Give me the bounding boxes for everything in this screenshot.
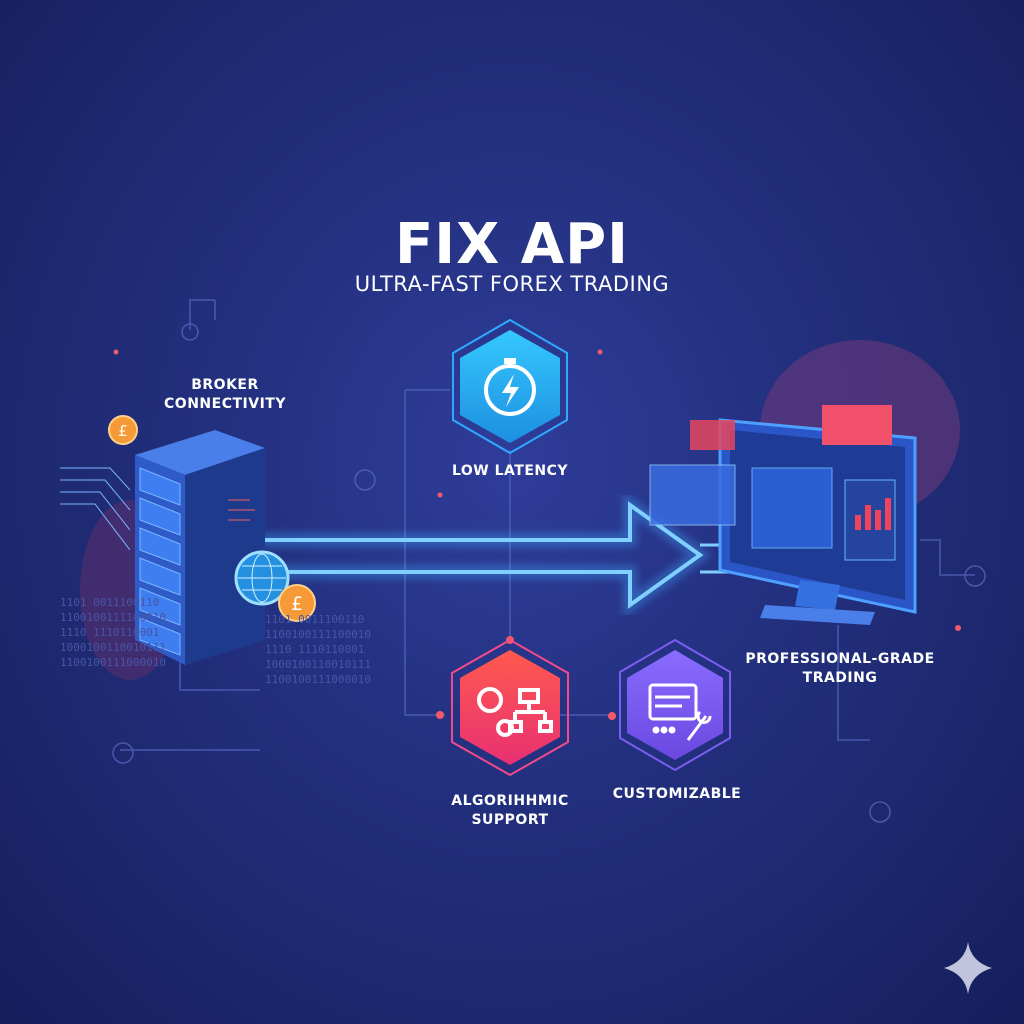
customizable-label: CUSTOMIZABLE — [612, 786, 742, 802]
svg-text:£: £ — [291, 593, 303, 615]
label-line: ALGORIHHMIC — [451, 793, 569, 809]
label-line: BROKER — [191, 377, 259, 393]
label-line: TRADING — [802, 670, 878, 686]
pound-coin-icon: £ £ — [108, 415, 316, 622]
label-line: SUPPORT — [471, 812, 549, 828]
server-icon — [60, 430, 265, 665]
page-title: FIX API — [395, 212, 629, 277]
circuit-lines — [112, 299, 986, 823]
binary-background-left: 1101 0011100110 1100100111100010 1110 11… — [60, 596, 166, 669]
low-latency-label: LOW LATENCY — [451, 463, 569, 479]
sparkle-icon — [944, 942, 992, 994]
monitor-chart-icon — [649, 405, 917, 625]
binary-background-right: 1101 0011100110 1100100111100010 1110 11… — [265, 613, 371, 686]
algorithmic-support-label: ALGORIHHMIC SUPPORT — [420, 792, 600, 830]
stopwatch-lightning-icon — [484, 358, 536, 416]
customizable-hexagon — [619, 638, 731, 772]
professional-grade-label: PROFESSIONAL-GRADE TRADING — [730, 650, 950, 688]
page-subtitle: ULTRA-FAST FOREX TRADING — [354, 272, 670, 296]
label-line: CONNECTIVITY — [164, 396, 286, 412]
settings-wrench-icon — [648, 683, 712, 741]
low-latency-hexagon — [452, 318, 568, 455]
gears-flowchart-icon — [477, 687, 553, 737]
svg-text:£: £ — [118, 422, 128, 440]
broker-connectivity-label: BROKER CONNECTIVITY — [140, 376, 310, 414]
label-line: PROFESSIONAL-GRADE — [745, 651, 935, 667]
globe-icon — [234, 550, 290, 606]
algorithmic-hexagon — [451, 638, 569, 777]
